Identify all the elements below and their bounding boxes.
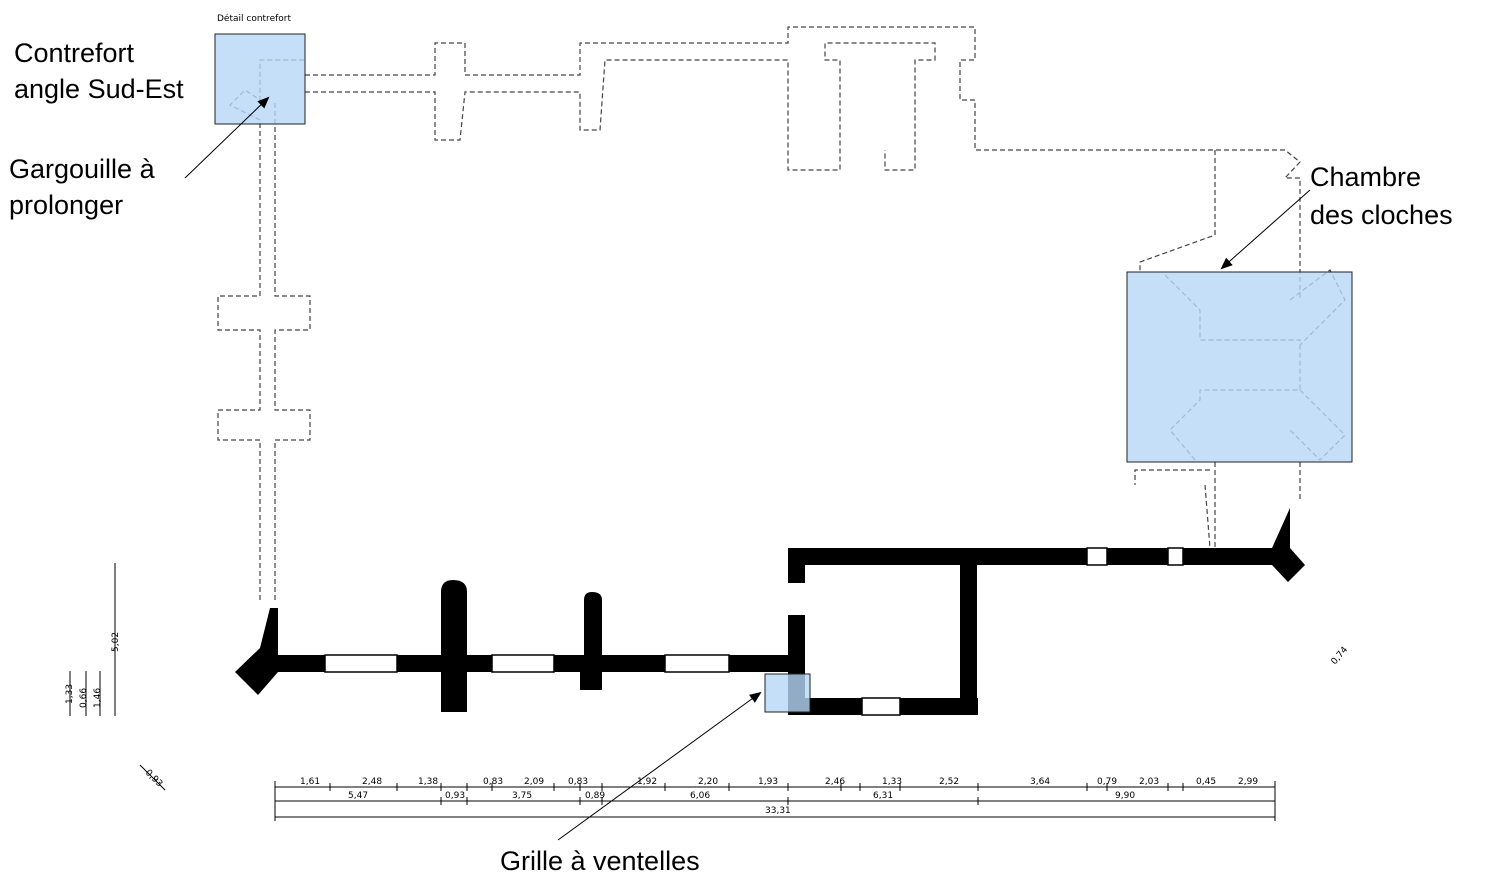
dimension-row1-value: 0,45 — [1196, 777, 1216, 787]
dimension-row2-value: 5,47 — [348, 791, 368, 801]
buttress-highlight — [214, 33, 306, 125]
dimension-row1-value: 2,48 — [362, 777, 382, 787]
dimension-row2-value: 0,89 — [585, 791, 605, 801]
dimension-row2-value: 0,93 — [445, 791, 465, 801]
dimension-lines — [69, 563, 1276, 821]
chamber-arrow — [1220, 189, 1311, 270]
dimension-row2-value: 6,06 — [690, 791, 710, 801]
dimension-row1-value: 1,61 — [300, 777, 320, 787]
chamber-label-line2: des cloches — [1310, 200, 1453, 230]
dimension-row1-value: 2,99 — [1238, 777, 1258, 787]
bell-chamber-highlight — [1126, 271, 1353, 463]
dimension-total: 33,31 — [765, 806, 791, 816]
dimension-row2-value: 9,90 — [1115, 791, 1135, 801]
dimension-row1-value: 0,79 — [1097, 777, 1117, 787]
dimension-vertical-2: 0,66 — [79, 688, 89, 708]
dimension-diag-right: 0,74 — [1330, 645, 1351, 667]
dimension-row1-value: 2,52 — [939, 777, 959, 787]
gargoyle-label-line2: prolonger — [9, 190, 123, 220]
gargoyle-label-line1: Gargouille à — [9, 154, 156, 184]
dimension-row1-value: 2,09 — [524, 777, 544, 787]
gargoyle-arrow — [184, 96, 270, 179]
grille-arrow — [557, 691, 762, 841]
dimension-row2-value: 3,75 — [512, 791, 532, 801]
dimension-row2-value: 6,31 — [873, 791, 893, 801]
dimension-row1-value: 2,20 — [698, 777, 718, 787]
dimension-row1-value: 2,03 — [1139, 777, 1159, 787]
dimension-row1-value: 1,33 — [882, 777, 902, 787]
windows — [324, 547, 1184, 716]
dimension-row1-value: 3,64 — [1030, 777, 1050, 787]
dimension-vertical-main: 5,02 — [111, 632, 121, 652]
dimension-row1-value: 2,46 — [825, 777, 845, 787]
grille-highlight — [764, 673, 811, 713]
dimension-row1-value: 0,83 — [483, 777, 503, 787]
dimension-row1-value: 0,83 — [568, 777, 588, 787]
buttress-label-line2: angle Sud-Est — [14, 74, 184, 104]
dimension-vertical-1: 1,33 — [65, 684, 75, 704]
chamber-label-line1: Chambre — [1310, 162, 1421, 192]
dimension-row1-value: 1,92 — [637, 777, 657, 787]
dimension-row1-value: 1,38 — [418, 777, 438, 787]
detail-label: Détail contrefort — [217, 13, 291, 24]
buttress-label-line1: Contrefort — [14, 38, 135, 68]
dimension-vertical-3: 1,46 — [93, 688, 103, 708]
dimension-row1-value: 1,93 — [758, 777, 778, 787]
grille-label: Grille à ventelles — [500, 846, 700, 876]
